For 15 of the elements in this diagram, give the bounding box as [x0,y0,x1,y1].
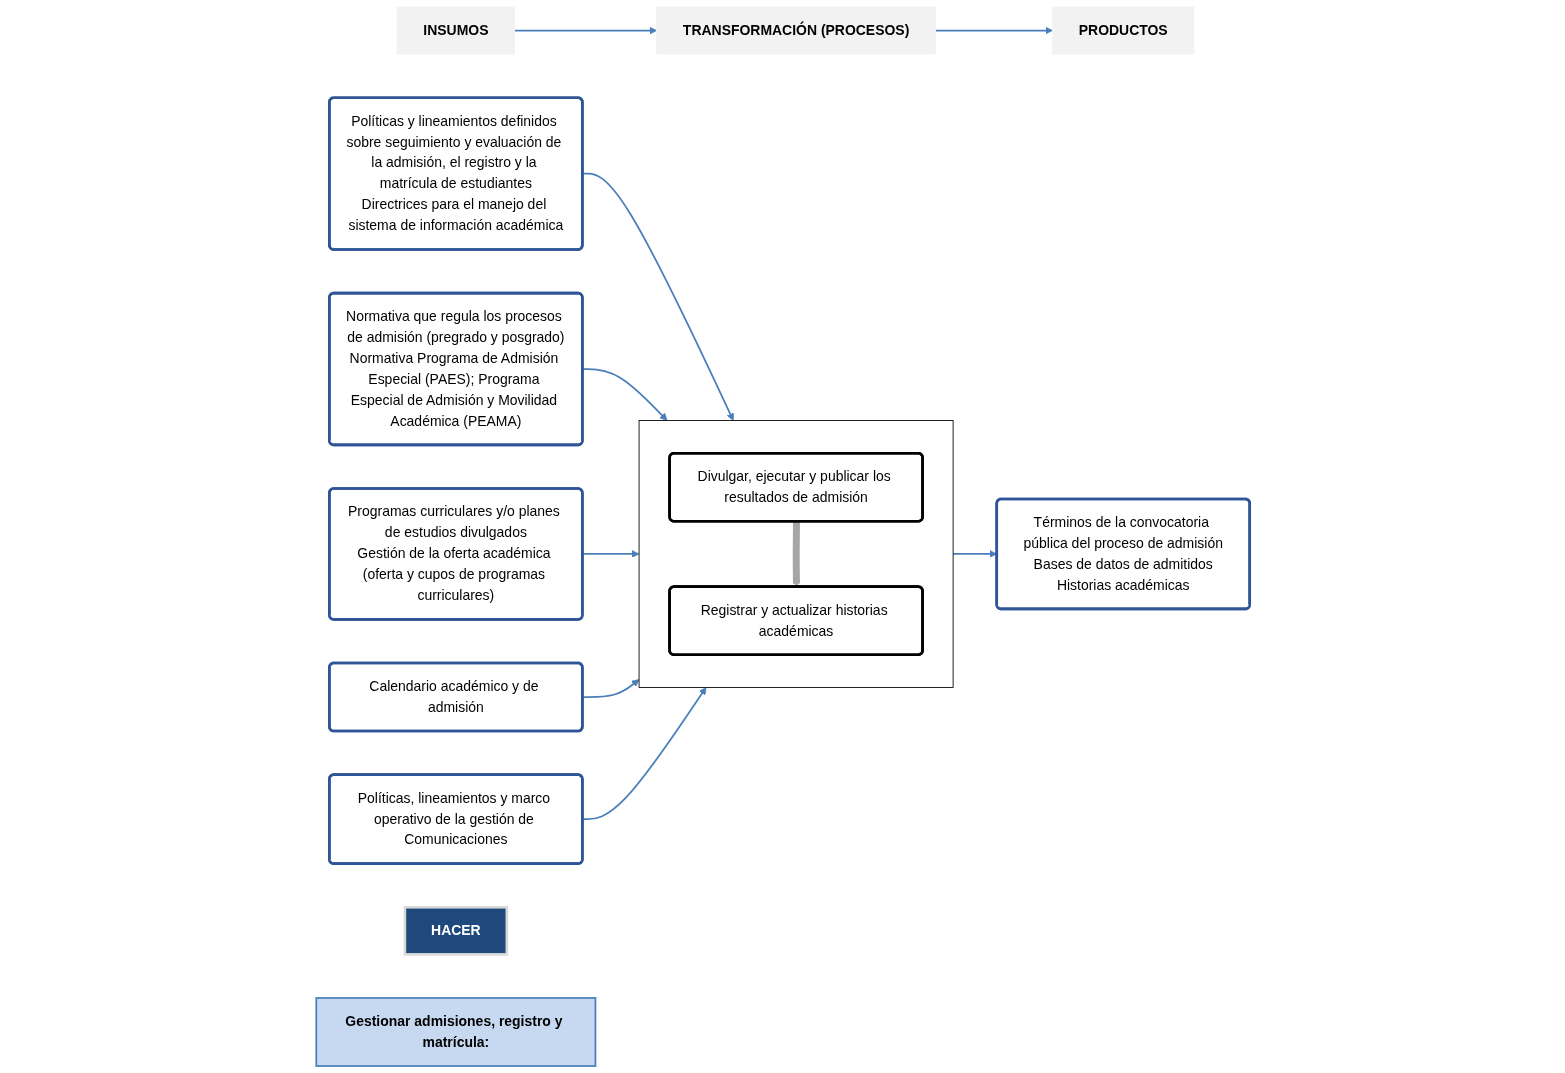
arrow [581,679,639,698]
cluster [638,420,954,688]
arrow [581,368,667,421]
arrow [581,550,639,558]
arrow [951,550,997,558]
node-box: INSUMOS [396,6,515,55]
node-box: TRANSFORMACIÓN (PROCESOS) [655,6,936,55]
arrow [581,687,706,820]
node-box: PRODUCTOS [1051,6,1194,55]
arrow [513,26,657,35]
node-box: Gestionar admisiones, registro y matrícula: [314,997,596,1067]
arrow [934,26,1053,35]
arrow [581,172,734,421]
node-box: HACER [403,905,508,956]
arrow [792,521,800,588]
